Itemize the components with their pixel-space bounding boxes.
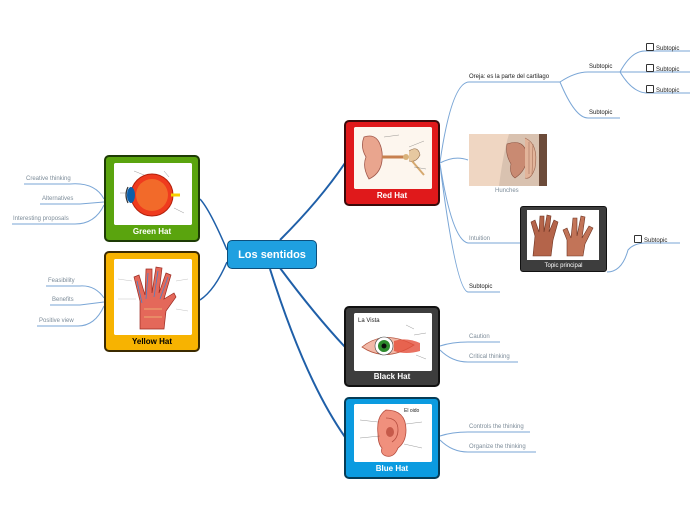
subtopic-benefits[interactable]: Benefits (52, 297, 74, 303)
checkbox-item-3[interactable]: Subtopic (646, 85, 679, 94)
yellow-hat-label: Yellow Hat (131, 337, 172, 346)
ear-anatomy-image (354, 127, 432, 189)
eye-section-image: La Vista (354, 313, 432, 371)
subtopic-critical-thinking[interactable]: Critical thinking (469, 354, 510, 360)
checkbox-icon[interactable] (646, 85, 654, 93)
yellow-hat-node[interactable]: Yellow Hat (104, 251, 200, 352)
central-topic[interactable]: Los sentidos (227, 240, 317, 269)
eye-title: La Vista (358, 318, 380, 324)
subtopic-alternatives[interactable]: Alternatives (42, 196, 74, 202)
subtopic-red-bottom[interactable]: Subtopic (469, 284, 493, 290)
subtopic-level2-bottom[interactable]: Subtopic (589, 110, 613, 116)
checkbox-icon[interactable] (646, 64, 654, 72)
black-hat-node[interactable]: La Vista Black Hat (344, 306, 440, 387)
hunches-photo[interactable] (469, 134, 547, 186)
black-hat-label: Black Hat (373, 372, 411, 381)
subtopic-creative-thinking[interactable]: Creative thinking (26, 176, 71, 182)
subtopic-organize-thinking[interactable]: Organize the thinking (469, 444, 526, 450)
checkbox-icon[interactable] (646, 43, 654, 51)
checkbox-item-2[interactable]: Subtopic (646, 64, 679, 73)
subtopic-feasibility[interactable]: Feasibility (48, 278, 75, 284)
hunches-label: Hunches (495, 188, 519, 194)
subtopic-caution[interactable]: Caution (469, 334, 490, 340)
central-topic-label: Los sentidos (238, 248, 306, 261)
checkbox-item-1[interactable]: Subtopic (646, 43, 679, 52)
subtopic-interesting-proposals[interactable]: Interesting proposals (13, 216, 69, 222)
red-hat-label: Red Hat (376, 191, 408, 200)
topic-principal-node[interactable]: Topic principal (520, 206, 607, 272)
hands-photo (527, 210, 599, 260)
blue-hat-node[interactable]: El oido Blue Hat (344, 397, 440, 479)
topic-principal-label: Topic principal (544, 263, 583, 269)
ear-title: El oido (404, 408, 420, 414)
eye-anatomy-image (114, 163, 192, 225)
blue-hat-label: Blue Hat (375, 464, 409, 473)
green-hat-label: Green Hat (132, 227, 172, 236)
hand-anatomy-image (114, 259, 192, 335)
subtopic-positive-view[interactable]: Positive view (39, 318, 74, 324)
subtopic-level2-top[interactable]: Subtopic (589, 64, 613, 70)
green-hat-node[interactable]: Green Hat (104, 155, 200, 242)
checkbox-icon[interactable] (634, 235, 642, 243)
outer-ear-image: El oido (354, 404, 432, 462)
subtopic-intuition[interactable]: Intuition (469, 236, 491, 242)
subtopic-controls-thinking[interactable]: Controls the thinking (469, 424, 524, 430)
checkbox-item-4[interactable]: Subtopic (634, 235, 667, 244)
red-hat-node[interactable]: Red Hat (344, 120, 440, 206)
subtopic-oreja[interactable]: Oreja: es la parte del cartilago (469, 74, 550, 80)
